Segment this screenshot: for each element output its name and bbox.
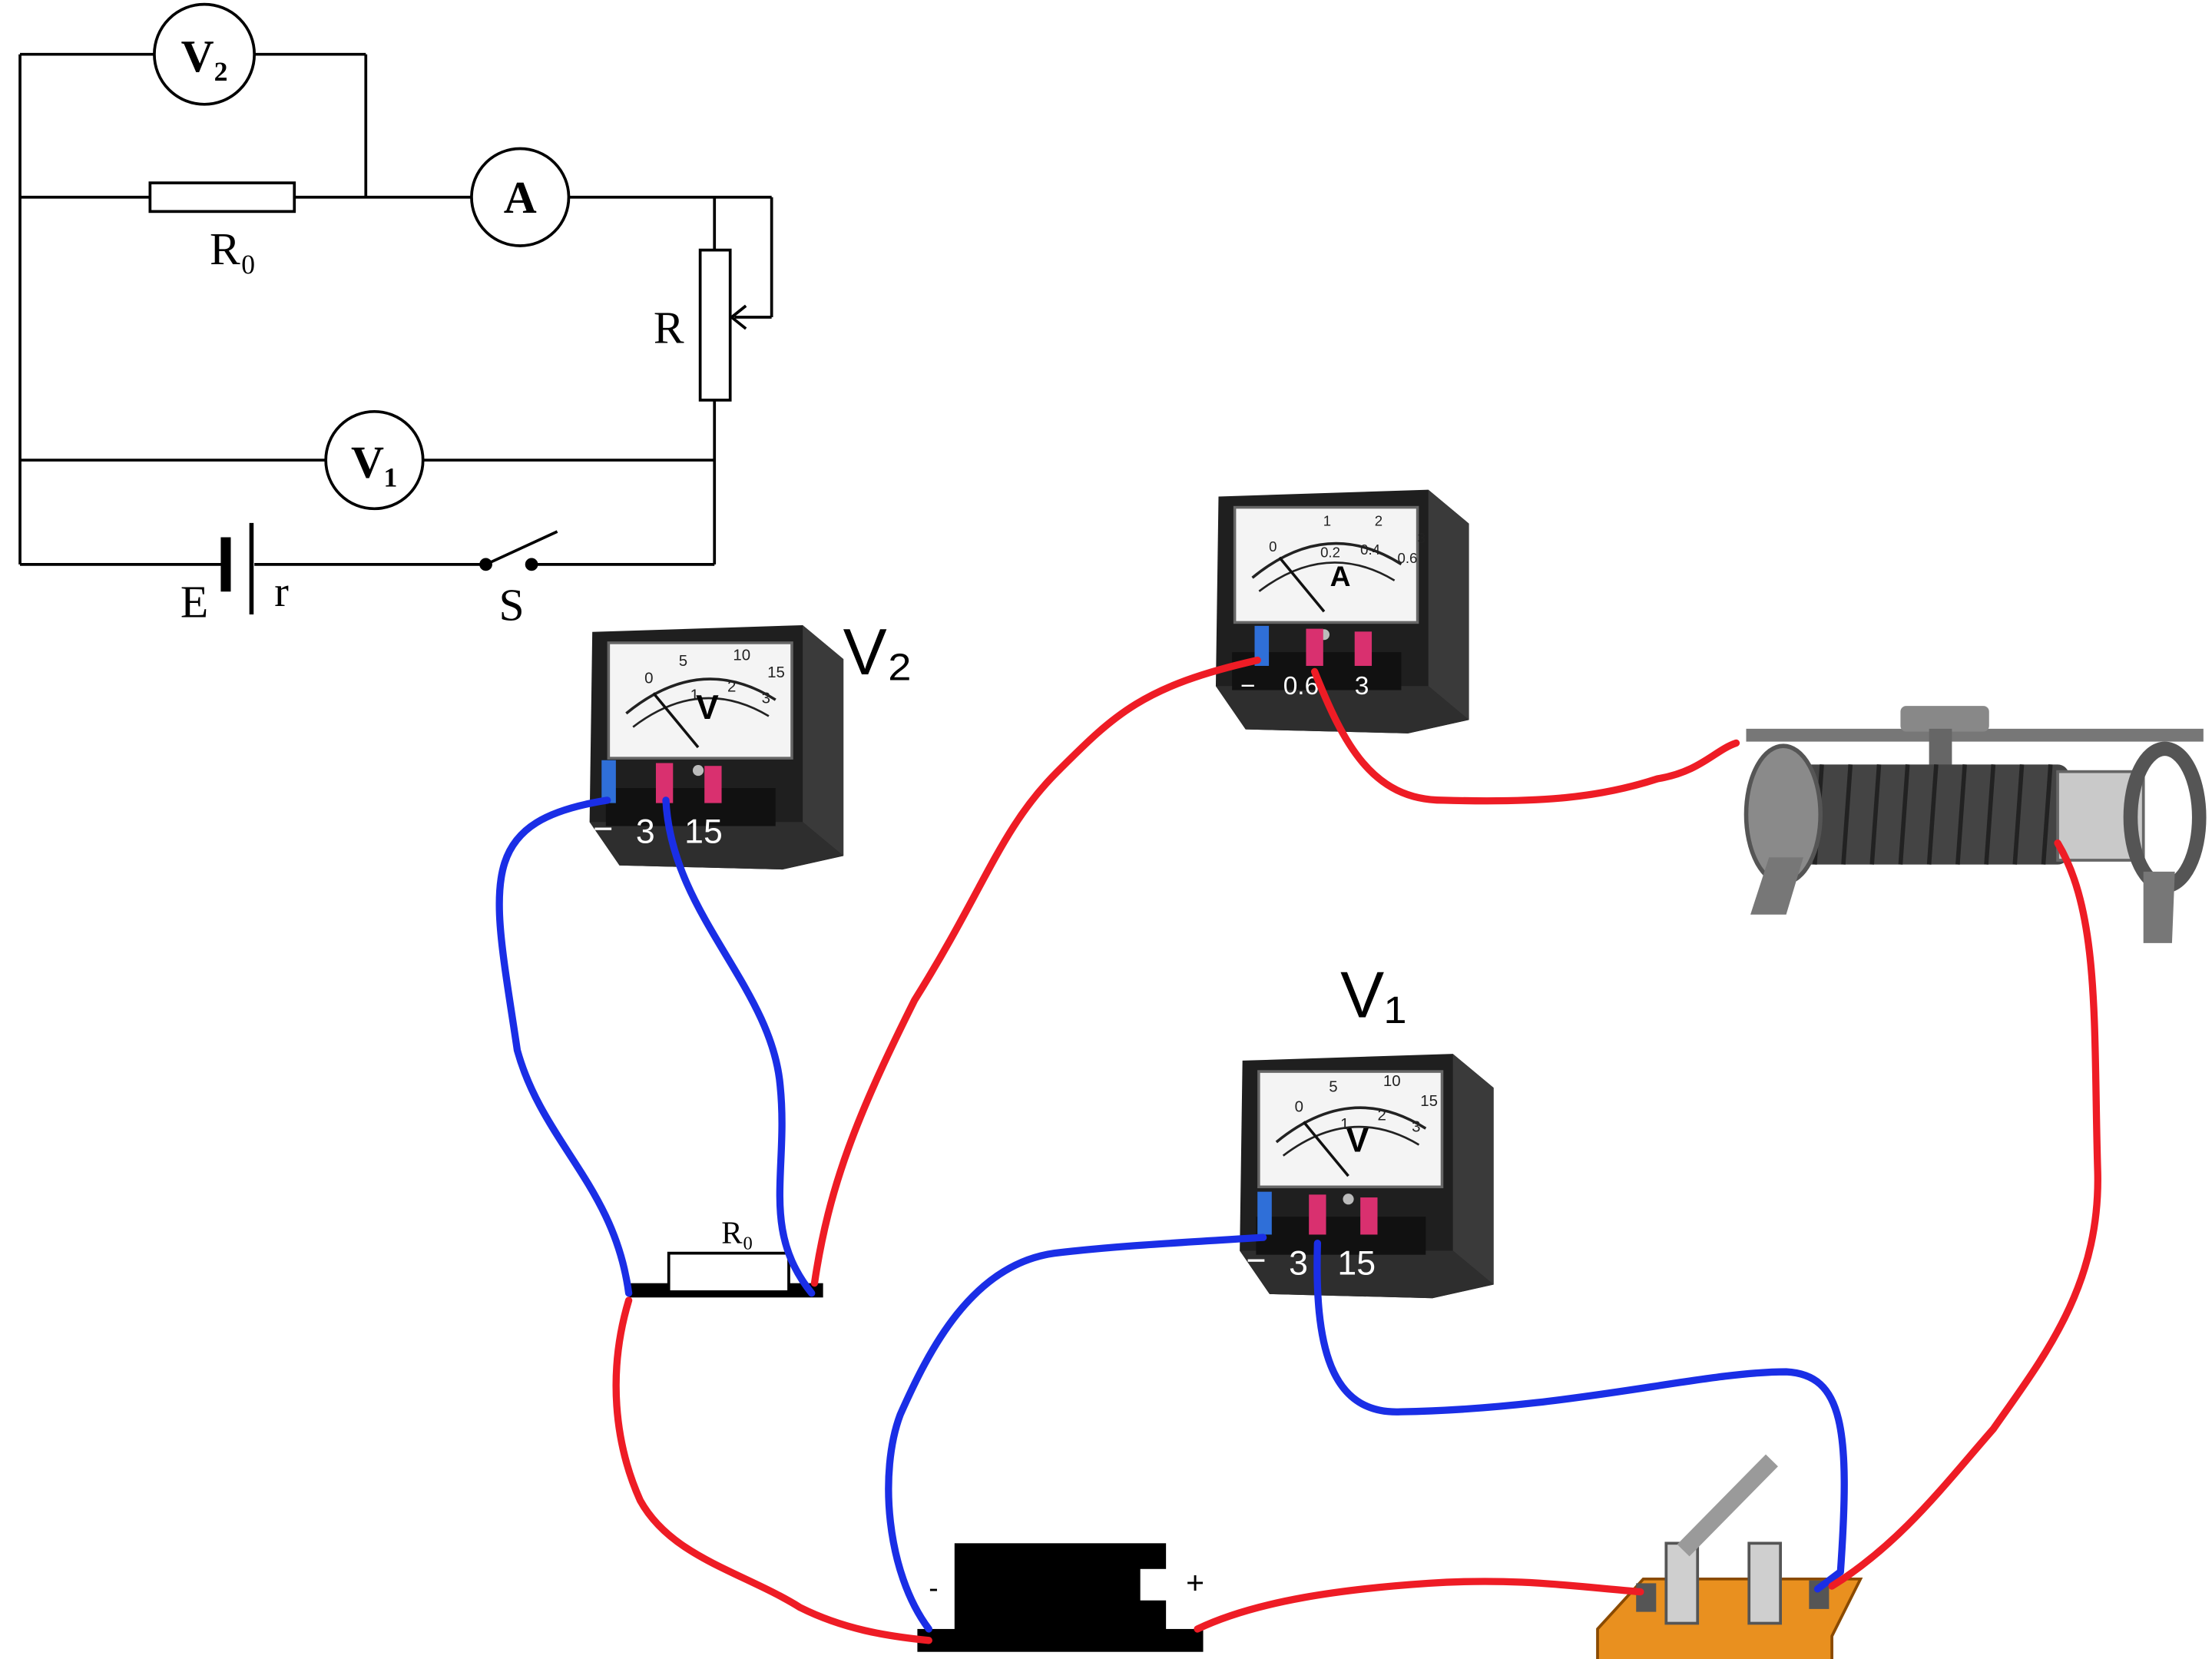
switch-label: S bbox=[498, 579, 524, 630]
scale-tick: 5 bbox=[1329, 1078, 1337, 1095]
rheostat-foot bbox=[1750, 857, 1803, 915]
scale-tick-inner: 2 bbox=[1377, 1107, 1386, 1124]
r0-device-label: R₀ bbox=[721, 1216, 753, 1250]
terminal-blue bbox=[601, 760, 616, 803]
scale-tick: 2 bbox=[1375, 513, 1382, 529]
battery-minus-label: - bbox=[929, 1571, 938, 1604]
v2-symbol-label: V₂ bbox=[181, 31, 228, 81]
terminal-high-label: 15 bbox=[1337, 1245, 1376, 1283]
switch-terminal bbox=[1636, 1583, 1657, 1612]
rheostat-foot bbox=[2143, 871, 2175, 943]
v1-voltmeter-device: V 0 5 10 15 1 2 3 − 3 15 bbox=[1238, 1052, 1495, 1300]
scale-tick: 1 bbox=[1323, 513, 1331, 529]
battery-device: - + bbox=[917, 1543, 1204, 1652]
r0-resistor-device: R₀ bbox=[628, 1216, 823, 1298]
scale-tick-inner: 3 bbox=[1412, 1118, 1420, 1135]
rheostat-slider bbox=[1900, 706, 1989, 732]
scale-tick: 0 bbox=[644, 669, 653, 687]
v1-device-label: V₁ bbox=[1340, 959, 1406, 1032]
knife-switch-device bbox=[1596, 1454, 1863, 1659]
battery-cap bbox=[1140, 1568, 1169, 1601]
scale-tick-inner: 3 bbox=[762, 689, 770, 707]
r0-body bbox=[667, 1251, 790, 1293]
rheostat-device bbox=[1743, 706, 2207, 943]
ammeter-needle-label: A bbox=[1330, 560, 1351, 592]
terminal-blue bbox=[1254, 625, 1270, 666]
wire-v1-3-to-switch bbox=[1313, 1239, 1848, 1593]
terminal-red bbox=[1354, 631, 1373, 666]
wire-rheostat-to-switch bbox=[1828, 839, 2101, 1590]
scale-tick: 0 bbox=[1295, 1098, 1303, 1115]
v1-symbol-label: V₁ bbox=[351, 436, 398, 487]
terminal-red bbox=[655, 763, 674, 803]
switch-lever bbox=[1677, 1454, 1778, 1557]
terminal-high-label: 15 bbox=[684, 813, 723, 851]
terminal-low-label: 3 bbox=[636, 813, 655, 851]
scale-tick-inner: 0.2 bbox=[1320, 545, 1340, 561]
scale-tick-inner: 0.6 bbox=[1398, 550, 1418, 566]
wire-r0-to-ammeter bbox=[810, 656, 1261, 1287]
scale-tick-inner: 2 bbox=[727, 677, 736, 695]
wire-r0-to-battery bbox=[612, 1296, 932, 1644]
v2-meter-circle bbox=[153, 2, 257, 106]
wire-v2-minus-to-r0 bbox=[495, 796, 633, 1297]
battery-body bbox=[954, 1543, 1167, 1638]
rheostat-resistor bbox=[698, 248, 732, 402]
voltmeter-needle-label: V bbox=[696, 689, 719, 727]
switch-post bbox=[1664, 1541, 1700, 1625]
scale-tick: 3 bbox=[1418, 530, 1426, 546]
wires bbox=[495, 656, 2101, 1644]
terminal-red bbox=[1306, 628, 1323, 666]
scale-tick-inner: 1 bbox=[690, 687, 699, 704]
terminal-red bbox=[1309, 1194, 1326, 1235]
switch-base bbox=[1596, 1577, 1863, 1659]
battery-plus-label: + bbox=[1186, 1565, 1204, 1600]
scale-tick: 10 bbox=[1383, 1072, 1401, 1090]
ammeter-device: A 0 1 2 3 0.2 0.4 0.6 − 0.6 3 bbox=[1214, 488, 1471, 735]
voltmeter-needle-label: V bbox=[1346, 1122, 1369, 1160]
switch-blade bbox=[485, 530, 558, 566]
terminal-minus-label: − bbox=[593, 810, 613, 848]
terminal-blue bbox=[1257, 1191, 1272, 1235]
scale-tick: 10 bbox=[733, 647, 750, 664]
terminal-low-label: 3 bbox=[1289, 1245, 1308, 1283]
scale-tick: 5 bbox=[679, 652, 687, 670]
scale-tick-inner: 1 bbox=[1340, 1115, 1349, 1133]
terminal-high-label: 3 bbox=[1355, 672, 1369, 700]
wire-battery-to-switch bbox=[1194, 1578, 1644, 1633]
switch-contact bbox=[479, 558, 492, 571]
wire-v2-3-to-r0 bbox=[662, 796, 816, 1297]
v2-device-label: V₂ bbox=[843, 616, 912, 689]
ammeter-symbol-label: A bbox=[504, 172, 537, 223]
v2-voltmeter-device: V 0 5 10 15 1 2 3 − 3 15 bbox=[588, 624, 845, 871]
v1-meter-circle bbox=[324, 409, 425, 511]
wire-ammeter-to-rheostat bbox=[1310, 667, 1740, 805]
r0-resistor bbox=[148, 181, 296, 214]
terminal-red bbox=[1360, 1197, 1378, 1235]
ammeter-circle bbox=[470, 147, 571, 247]
internal-resistance-label: r bbox=[274, 568, 289, 616]
wire-v1-minus-to-battery bbox=[885, 1233, 1267, 1633]
rheostat-label: R bbox=[654, 303, 684, 353]
scale-tick: 0 bbox=[1269, 538, 1277, 555]
schematic-labels: V₂ A V₁ R₀ R E r S bbox=[180, 31, 684, 630]
switch-post bbox=[1747, 1541, 1782, 1625]
schematic-diagram bbox=[18, 2, 773, 614]
rheostat-slider-arrowhead bbox=[729, 304, 747, 330]
scale-tick-inner: 0.4 bbox=[1360, 541, 1380, 558]
terminal-minus-label: − bbox=[1246, 1242, 1266, 1280]
r0-label: R₀ bbox=[210, 224, 256, 274]
emf-label: E bbox=[180, 577, 208, 628]
terminal-minus-label: − bbox=[1240, 672, 1256, 700]
switch-contact bbox=[525, 558, 538, 571]
scale-tick: 15 bbox=[767, 664, 785, 681]
rheostat-rail bbox=[1746, 728, 2204, 742]
terminal-red bbox=[704, 766, 722, 803]
scale-tick: 15 bbox=[1420, 1092, 1438, 1110]
